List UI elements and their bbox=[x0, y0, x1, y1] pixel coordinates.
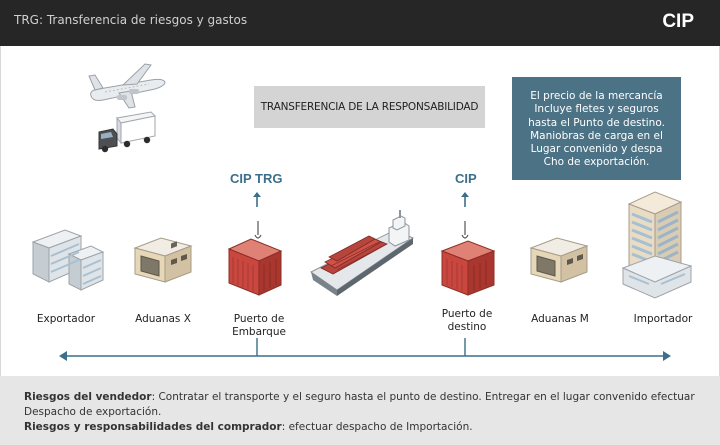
price-note-line: El precio de la mercancía bbox=[530, 90, 663, 102]
price-note-line: Maniobras de carga en el bbox=[530, 129, 663, 142]
seller-risks-label: Riesgos del vendedor bbox=[24, 391, 152, 403]
node-label-exporter: Exportador bbox=[36, 313, 96, 325]
transfer-point-origin-label: CIP TRG bbox=[230, 171, 283, 186]
price-note-line: Lugar convenido y despa bbox=[530, 143, 663, 156]
node-label-line: Puerto de bbox=[441, 308, 493, 320]
shipping-container-icon bbox=[227, 221, 283, 296]
cargo-ship-icon bbox=[310, 210, 415, 296]
responsibility-transfer-box: TRANSFERENCIA DE LA RESPONSABILIDAD bbox=[254, 86, 485, 128]
node-label-customs-m: Aduanas M bbox=[531, 313, 589, 325]
price-note-line: hasta el Punto de destino. bbox=[528, 116, 665, 129]
price-note-line: Incluye fletes y seguros bbox=[534, 103, 659, 116]
warehouse-icon bbox=[133, 237, 193, 283]
shipping-container-icon bbox=[440, 221, 496, 296]
arrow-up-icon bbox=[253, 192, 261, 207]
truck-icon bbox=[98, 111, 157, 153]
price-note-box: El precio de la mercancía Incluye fletes… bbox=[512, 77, 681, 180]
seller-risks-body: : Contratar el transporte y el seguro ha… bbox=[24, 391, 695, 418]
seller-risks-text: Riesgos del vendedor: Contratar el trans… bbox=[24, 390, 696, 420]
header-bar: TRG: Transferencia de riesgos y gastos C… bbox=[0, 0, 720, 46]
tower-building-icon bbox=[621, 191, 693, 299]
node-label-line: Embarque bbox=[232, 325, 286, 338]
arrow-up-icon bbox=[461, 192, 469, 207]
node-label-customs-x: Aduanas X bbox=[135, 313, 191, 325]
node-label-line: Puerto de bbox=[233, 313, 285, 325]
footer-risks: Riesgos del vendedor: Contratar el trans… bbox=[0, 376, 720, 445]
timeline-arrow bbox=[59, 338, 671, 361]
transfer-point-destination-label: CIP bbox=[455, 171, 477, 186]
node-label-importer: Importador bbox=[633, 313, 693, 325]
buyer-risks-body: : efectuar despacho de Importación. bbox=[281, 421, 473, 433]
price-note-line: Cho de exportación. bbox=[543, 156, 650, 169]
warehouse-icon bbox=[529, 237, 589, 283]
diagram-canvas: TRANSFERENCIA DE LA RESPONSABILIDAD El p… bbox=[0, 46, 720, 376]
incoterm-badge: CIP bbox=[662, 11, 694, 32]
header-title: TRG: Transferencia de riesgos y gastos bbox=[14, 13, 248, 27]
node-label-port-loading: Puerto de Embarque bbox=[227, 313, 291, 338]
timeline-arrowhead-left bbox=[59, 351, 67, 361]
office-building-icon bbox=[31, 229, 105, 291]
buyer-risks-text: Riesgos y responsabilidades del comprado… bbox=[24, 420, 696, 435]
timeline-arrowhead-right bbox=[663, 351, 671, 361]
node-label-line: destino bbox=[447, 320, 487, 333]
airplane-icon bbox=[88, 63, 166, 109]
node-label-port-destination: Puerto de destino bbox=[435, 308, 499, 333]
buyer-risks-label: Riesgos y responsabilidades del comprado… bbox=[24, 421, 282, 433]
